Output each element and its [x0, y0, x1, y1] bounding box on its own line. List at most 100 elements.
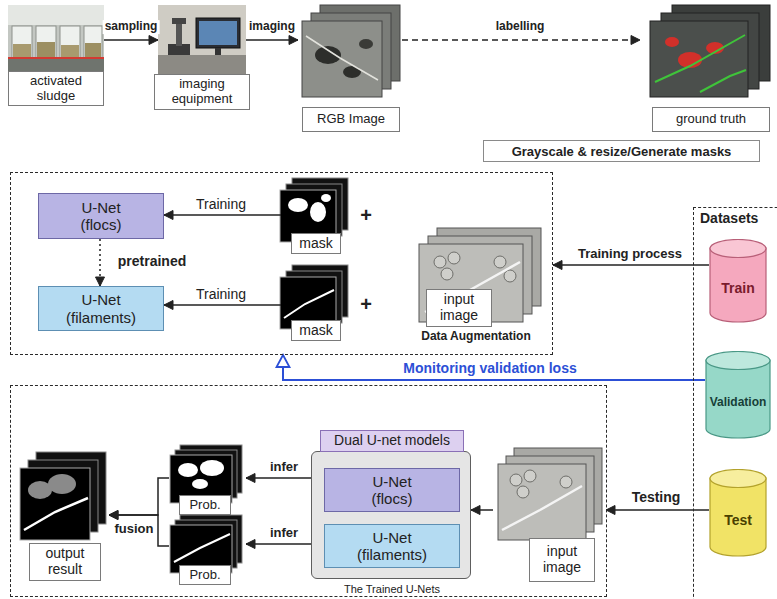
connector-line [164, 214, 281, 216]
microscope-photo [196, 18, 240, 48]
rgb-image-stack [302, 21, 382, 97]
group-heading: Dual U-net models [320, 430, 464, 452]
arrow-head [289, 36, 298, 45]
output-stack [24, 498, 88, 530]
plus-sign: + [360, 204, 372, 227]
mask-stack: mask [281, 179, 351, 253]
probability-stack [192, 479, 208, 489]
label-box: ground truth [652, 107, 770, 132]
sludge-photo [8, 5, 104, 25]
node-text: Train [721, 281, 754, 297]
connector [109, 478, 169, 520]
mask-stack [321, 194, 331, 202]
input-image-stack [560, 476, 572, 488]
arrow-head [606, 506, 615, 515]
input-image-stack [448, 252, 460, 264]
connector [96, 239, 105, 286]
node-text: Validation [710, 396, 767, 409]
image-stack: ground truth [640, 5, 774, 133]
group-caption: The Trained U-Nets [312, 582, 472, 597]
connector-line [109, 478, 169, 515]
testing-panel: Dual U-net modelsThe Trained U-Nets U-Net… [10, 385, 607, 597]
arrow-head [109, 511, 118, 520]
input-image-stack [502, 486, 582, 530]
cylinder-body [710, 478, 766, 556]
node-text: U-Net (flocs) [350, 473, 434, 508]
label-box: input image [529, 538, 595, 582]
node-text: input image [430, 292, 488, 323]
microscope-photo [199, 21, 237, 45]
model-box: U-Net (filaments) [38, 286, 164, 331]
arrow-head [164, 301, 173, 310]
connector [277, 355, 706, 380]
model-box: U-Net (flocs) [324, 468, 460, 512]
input-image-stack [498, 464, 586, 540]
edge-label: imaging [247, 20, 297, 34]
arrow-head [109, 511, 118, 520]
ground-truth-stack [650, 5, 770, 97]
input-image-stack [494, 256, 506, 268]
edge-label: infer [268, 460, 300, 475]
edge-label: Testing [630, 489, 683, 505]
sludge-photo [12, 26, 32, 58]
cylinder-top [710, 240, 766, 258]
node-text: U-Net (filaments) [350, 529, 434, 564]
training-panel: U-Net (flocs)U-Net (filaments)maskmaskin… [10, 172, 553, 355]
label-box: Prob. [179, 495, 231, 516]
dataset-cylinder: Train [709, 239, 767, 323]
arrow-head [96, 277, 105, 286]
sludge-photo [8, 5, 104, 75]
arrow-head [164, 211, 173, 220]
node-text: Test [724, 513, 752, 529]
node-text: RGB Image [317, 112, 385, 127]
connector-line [402, 39, 640, 41]
connector-line [553, 264, 709, 266]
sludge-photo [37, 42, 55, 57]
output-stack [20, 468, 90, 540]
connector [109, 511, 169, 547]
output-stack [48, 474, 76, 494]
arrow-head [277, 355, 290, 367]
edge-label: labelling [494, 20, 547, 34]
stack-caption: Data Augmentation [406, 328, 546, 345]
probability-stack [174, 534, 230, 562]
input-image-stack [441, 268, 453, 280]
mask-stack [310, 202, 326, 222]
label-box: Train [707, 261, 769, 317]
arrow-head [149, 36, 158, 45]
node-text: Prob. [189, 498, 220, 513]
model-box: U-Net (filaments) [324, 524, 460, 568]
edge-label: infer [268, 526, 300, 541]
edge-label: Monitoring validation loss [401, 360, 578, 376]
image-stack: input imageData Augmentation [406, 226, 546, 346]
label-box: mask [291, 233, 341, 255]
sludge-photo [36, 26, 56, 58]
probability-stack [200, 460, 224, 476]
rgb-image-stack [302, 5, 400, 97]
microscope-photo [176, 22, 182, 46]
arrow-head [471, 506, 480, 515]
process-box: Grayscale & resize/Generate masks [483, 140, 760, 162]
probability-stack [178, 463, 198, 477]
output-stack [20, 452, 106, 540]
sludge-photo [61, 45, 79, 57]
prob-stack: Prob. [169, 446, 246, 513]
node-text: mask [299, 236, 332, 252]
photo-figure: imaging equipment [158, 5, 246, 105]
label-box: input image [426, 289, 492, 327]
connector [104, 36, 158, 45]
connector [402, 36, 640, 45]
arrow-head [631, 36, 640, 45]
cylinder-outline [705, 351, 771, 439]
label-box: Prob. [179, 565, 231, 586]
input-image-stack [504, 270, 516, 282]
rgb-image-stack [306, 36, 378, 80]
connector [553, 261, 709, 270]
prob-stack: Prob. [169, 516, 246, 583]
sludge-photo [60, 26, 80, 58]
microscope-photo [215, 48, 221, 55]
cylinder-top [710, 470, 766, 488]
ground-truth-stack [650, 21, 748, 97]
input-image-stack [498, 448, 602, 540]
image-stack: input image [493, 446, 606, 588]
